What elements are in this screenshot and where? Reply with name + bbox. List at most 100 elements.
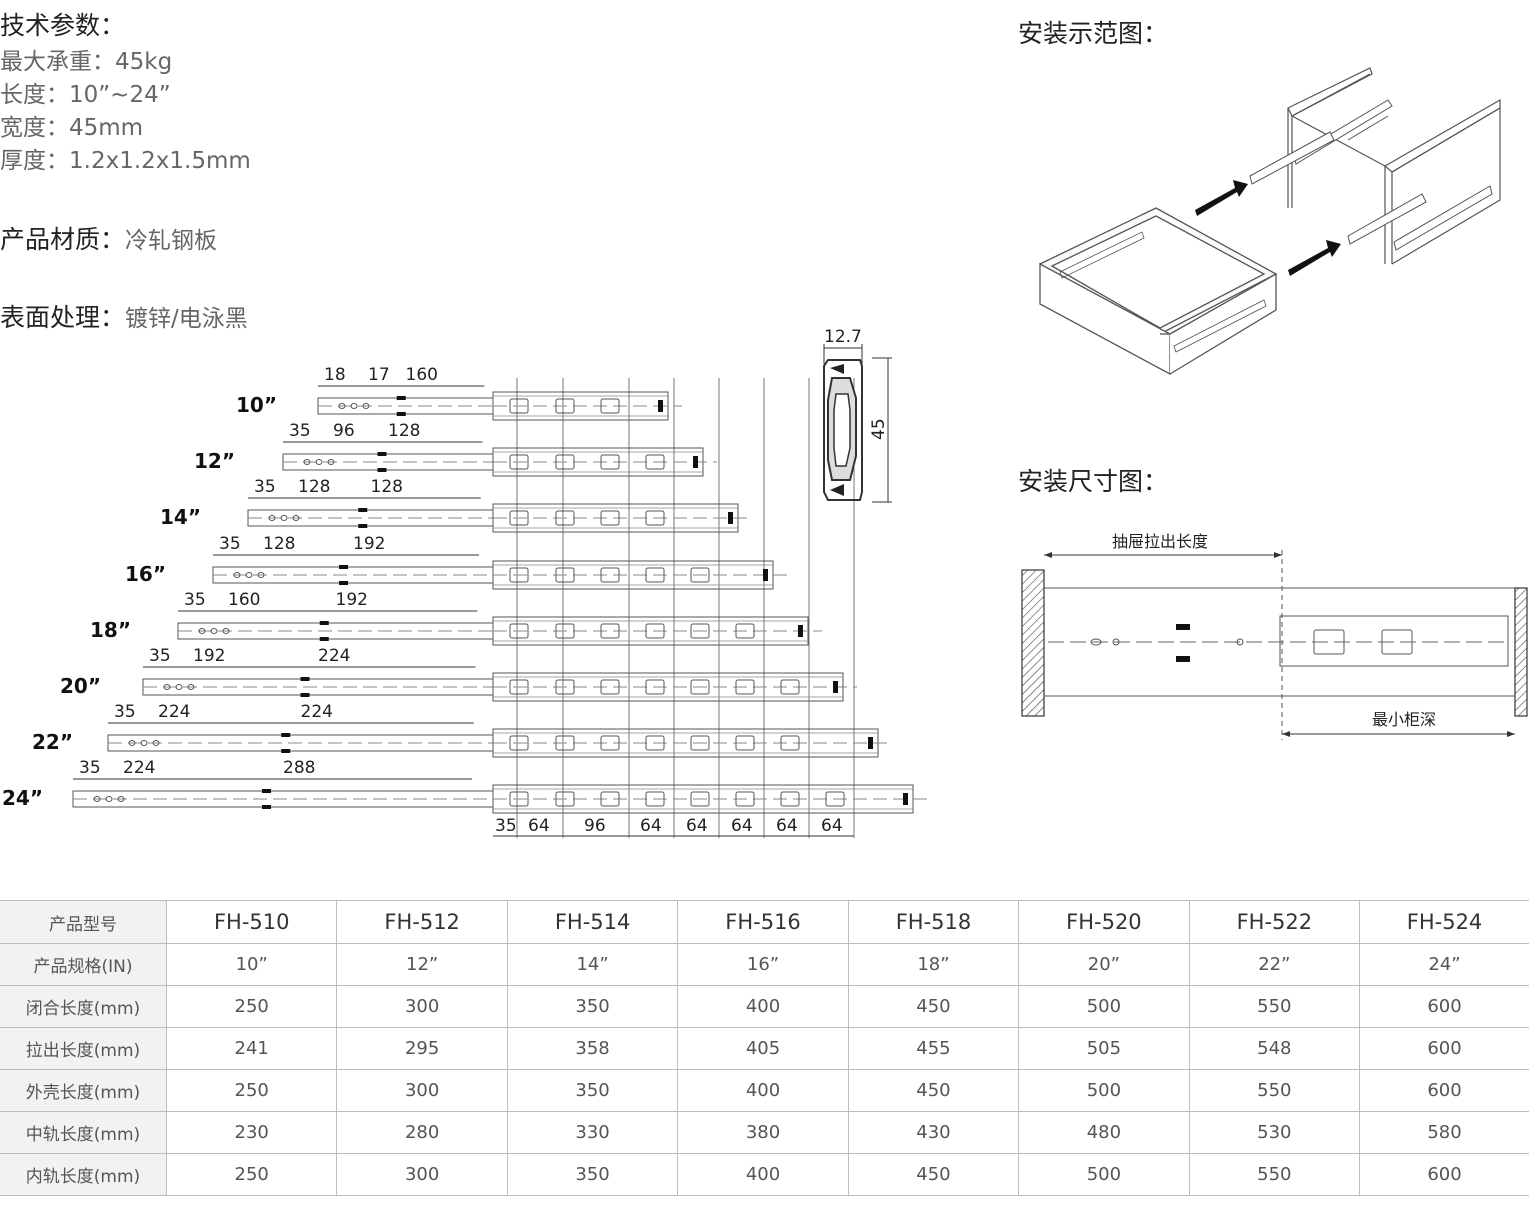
slide-dim-label: 128: [371, 477, 403, 497]
table-cell: 505: [1018, 1027, 1190, 1070]
cabinet-rail: [1293, 99, 1493, 251]
table-cell: 400: [677, 1069, 849, 1112]
slide-dim-label: 35: [219, 534, 241, 554]
arrow-icon: [1044, 552, 1052, 558]
cabinet-depth-label: 最小柜深: [1372, 710, 1436, 729]
profile-section: 12.7 45: [823, 327, 892, 503]
table-cell: 300: [336, 1069, 508, 1112]
arrow-icon: [1282, 731, 1290, 737]
stopper-mark: [1176, 656, 1190, 662]
table-cell: 330: [506, 1111, 679, 1154]
table-cell: 400: [677, 985, 849, 1028]
rail-slot: [645, 567, 665, 583]
bottom-dim-label: 64: [528, 816, 550, 836]
slide-dim-label: 17: [368, 365, 390, 385]
profile-height-label: 45: [869, 418, 889, 440]
bottom-dim-label: 64: [640, 816, 662, 836]
wall-left: [1021, 569, 1045, 717]
param-value: 45kg: [115, 49, 173, 75]
ball-marker: [830, 484, 844, 496]
end-stopper: [728, 512, 733, 524]
install-size-drawing: 抽屉拉出长度 最小柜深: [1021, 532, 1528, 740]
end-stopper: [798, 625, 803, 637]
slide-dim-label: 35: [254, 477, 276, 497]
row-header: 闭合长度(mm): [0, 985, 167, 1028]
rail-slot: [690, 735, 710, 751]
slide-dim-label: 288: [283, 758, 315, 778]
stopper-mark: [1176, 624, 1190, 630]
rail-hole: [222, 628, 230, 634]
model-cell: FH-518: [847, 900, 1020, 944]
rail-slot: [645, 791, 665, 807]
slide-dim-label: 192: [193, 646, 225, 666]
table-cell: 380: [677, 1111, 849, 1154]
arrow-icon: [1288, 240, 1341, 276]
bottom-dim-label: 64: [686, 816, 708, 836]
param-label: 宽度：: [0, 115, 69, 141]
install-example-title: 安装示范图：: [1018, 19, 1169, 48]
param-value: 1.2x1.2x1.5mm: [69, 148, 251, 174]
rail-hole: [175, 684, 183, 690]
rail-hole: [257, 572, 265, 578]
rail-hole: [280, 515, 288, 521]
table-cell: 600: [1359, 1069, 1529, 1112]
table-row: 产品规格(IN)10”12”14”16”18”20”22”24”: [0, 943, 1529, 986]
rail-slot: [690, 679, 710, 695]
slide-dim-label: 160: [228, 590, 260, 610]
surface-value: 镀锌/电泳黑: [125, 306, 248, 332]
rail-hole: [163, 684, 171, 690]
slide-dim-label: 96: [333, 421, 355, 441]
slide-dim-label: 35: [79, 758, 101, 778]
drawer-rail: [1249, 131, 1427, 245]
cabinet: [1287, 67, 1501, 265]
slide-dim-label: 35: [184, 590, 206, 610]
rail-slot: [645, 679, 665, 695]
table-cell: 550: [1188, 985, 1361, 1028]
slide-size-label: 14”: [160, 505, 201, 529]
table-cell: 300: [336, 985, 508, 1028]
row-header: 产品型号: [0, 900, 167, 944]
table-cell: 295: [336, 1027, 508, 1070]
table-cell: 350: [506, 985, 679, 1028]
model-cell: FH-510: [165, 900, 338, 944]
end-stopper: [763, 569, 768, 581]
rail-slot: [600, 398, 620, 414]
slide-dim-label: 18: [324, 365, 346, 385]
param-width: 宽度：45mm: [0, 112, 251, 145]
bottom-dim-label: 96: [584, 816, 606, 836]
slide-dim-label: 128: [263, 534, 295, 554]
table-cell: 280: [336, 1111, 508, 1154]
table-cell: 500: [1018, 1153, 1190, 1196]
slide-size-label: 18”: [90, 618, 131, 642]
rail-slot: [509, 679, 529, 695]
table-cell: 500: [1018, 1069, 1190, 1112]
rail-slot: [509, 454, 529, 470]
stopper-mark: [300, 693, 310, 697]
table-cell: 580: [1359, 1111, 1529, 1154]
rail-slot: [600, 454, 620, 470]
stopper-mark: [396, 412, 406, 416]
drawer-box: [1038, 207, 1278, 376]
rail-hole: [187, 684, 195, 690]
slide-dim-label: 35: [114, 702, 136, 722]
drawer-rail: [1059, 231, 1267, 353]
rail-slot: [509, 567, 529, 583]
table-cell: 22”: [1188, 943, 1361, 986]
install-size-title: 安装尺寸图：: [1018, 467, 1169, 496]
param-label: 长度：: [0, 82, 69, 108]
stopper-mark: [262, 789, 271, 793]
param-label: 厚度：: [0, 148, 69, 174]
rail-slot: [555, 510, 575, 526]
row-header: 拉出长度(mm): [0, 1027, 167, 1070]
slide-dim-label: 224: [123, 758, 155, 778]
table-cell: 450: [847, 1153, 1020, 1196]
param-label: 最大承重：: [0, 49, 115, 75]
end-stopper: [903, 793, 908, 805]
bottom-dim-label: 64: [731, 816, 753, 836]
bottom-dim-label: 64: [776, 816, 798, 836]
rail-slot: [780, 791, 800, 807]
